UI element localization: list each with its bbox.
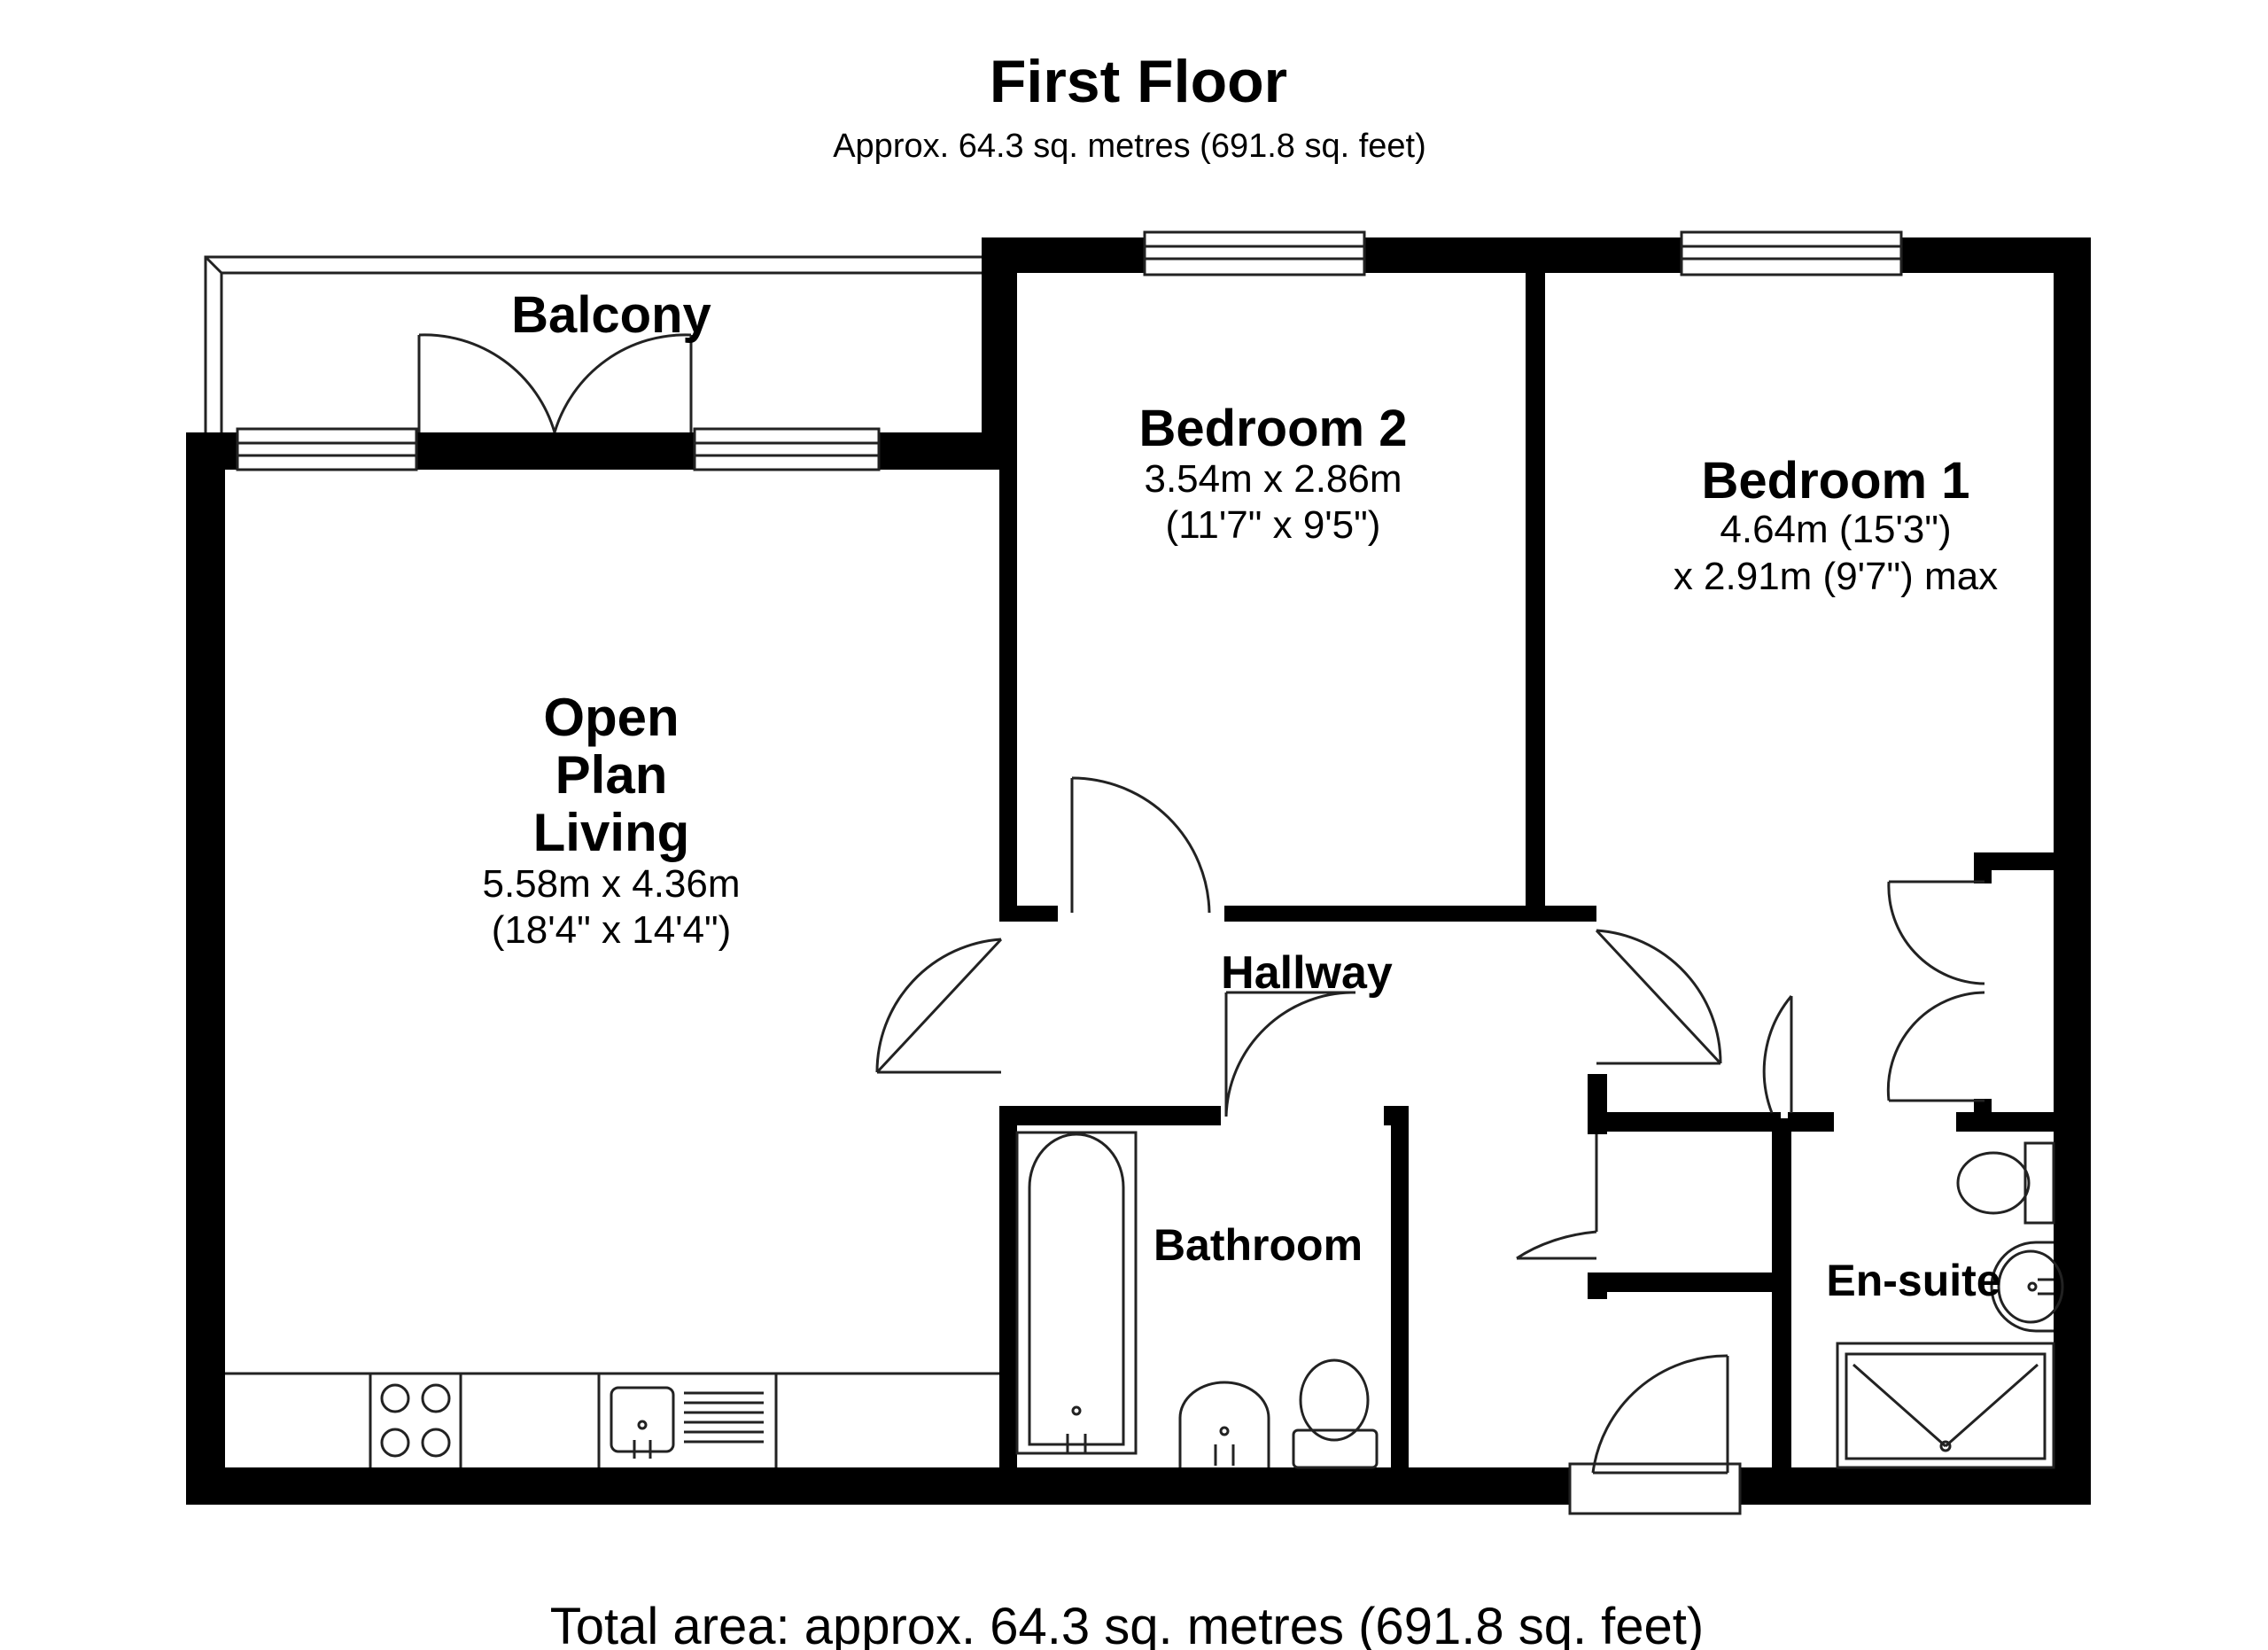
bathroom-toilet-icon <box>1292 1358 1379 1469</box>
plan-subtitle: Approx. 64.3 sq. metres (691.8 sq. feet) <box>833 128 1426 165</box>
living-label-line3: Living <box>533 803 690 862</box>
bedroom-1-dimensions-max: x 2.91m (9'7") max <box>1674 555 1998 598</box>
bedroom-2-dimensions: 3.54m x 2.86m <box>1144 457 1402 501</box>
balcony-label: Balcony <box>511 286 711 344</box>
drainer-icon <box>684 1391 764 1444</box>
balcony-doors <box>417 333 693 433</box>
balcony-outline <box>204 255 982 432</box>
hob-icon <box>380 1383 451 1458</box>
entrance-door <box>1568 1354 1742 1515</box>
windows <box>236 230 1903 471</box>
living-label-line1: Open <box>543 688 679 747</box>
ensuite-label: En-suite <box>1826 1256 2000 1305</box>
ensuite-toilet-icon <box>1956 1141 2055 1225</box>
interior-walls <box>999 273 2055 1467</box>
bedroom-1-label: Bedroom 1 <box>1702 452 1970 510</box>
living-dimensions: 5.58m x 4.36m <box>482 862 740 906</box>
hallway-label: Hallway <box>1221 947 1393 999</box>
bedroom-1-dimensions: 4.64m (15'3") <box>1720 508 1951 551</box>
living-label-line2: Plan <box>555 745 668 805</box>
plan-title: First Floor <box>990 48 1287 115</box>
total-area: Total area: approx. 64.3 sq. metres (691… <box>550 1598 1704 1650</box>
bathroom-label: Bathroom <box>1153 1220 1363 1270</box>
bathroom-basin-icon <box>1178 1381 1270 1467</box>
bedroom-2-label: Bedroom 2 <box>1139 400 1408 457</box>
interior-doors <box>875 776 1985 1260</box>
shower-tray-icon <box>1836 1342 2055 1469</box>
bedroom-2-dimensions-imperial: (11'7" x 9'5") <box>1166 503 1381 547</box>
kitchen-worktop <box>225 1372 999 1467</box>
living-dimensions-imperial: (18'4" x 14'4") <box>492 908 732 952</box>
kitchen-sink-icon <box>610 1386 675 1459</box>
ensuite-basin-icon <box>1990 1241 2064 1333</box>
bathtub-icon <box>1015 1131 1138 1455</box>
